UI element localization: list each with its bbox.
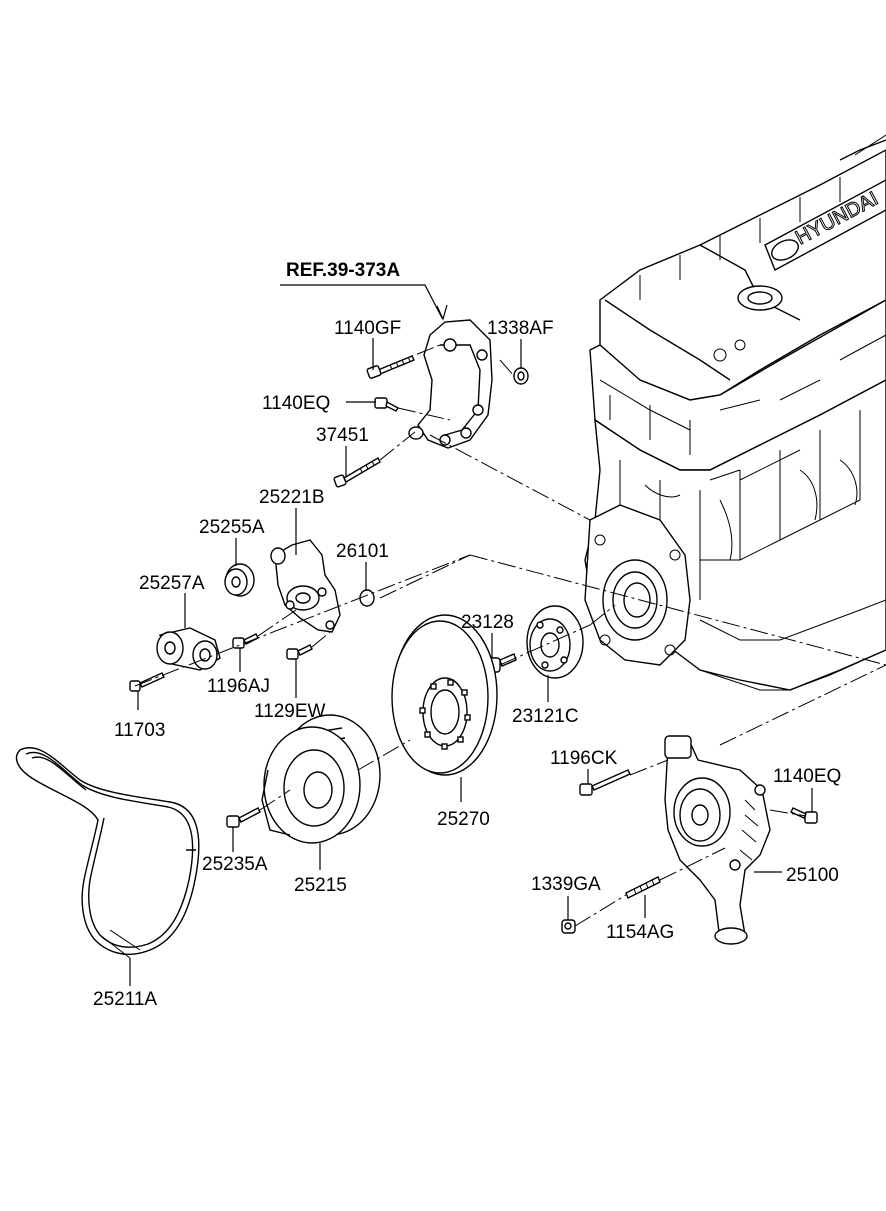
label-1140EQ-right: 1140EQ bbox=[773, 766, 841, 787]
stud-1154AG bbox=[625, 876, 661, 899]
leader-lines bbox=[129, 284, 813, 986]
crank-hub-23121C bbox=[526, 605, 584, 679]
idler-pulley-25255A bbox=[224, 563, 255, 597]
label-25221B: 25221B bbox=[259, 487, 325, 508]
bolt-1140EQ-top bbox=[374, 397, 400, 412]
label-1339GA: 1339GA bbox=[531, 874, 601, 895]
bolt-1196CK bbox=[579, 769, 631, 796]
label-25255A: 25255A bbox=[199, 517, 265, 538]
drive-belt-25211A bbox=[15, 747, 200, 959]
label-25211A: 25211A bbox=[93, 989, 157, 1010]
label-37451: 37451 bbox=[316, 425, 369, 446]
nut-1338AF bbox=[513, 367, 529, 385]
label-1154AG: 1154AG bbox=[606, 922, 674, 943]
label-26101: 26101 bbox=[336, 541, 389, 562]
damper-25270 bbox=[391, 614, 498, 776]
bolt-11703 bbox=[129, 672, 165, 692]
tensioner-pulley-25257A bbox=[156, 627, 221, 671]
label-1140GF: 1140GF bbox=[334, 318, 401, 339]
label-1196CK: 1196CK bbox=[550, 748, 618, 769]
label-25100: 25100 bbox=[786, 865, 839, 886]
engine-block: HYUNDAI bbox=[584, 134, 886, 691]
label-23121C: 23121C bbox=[512, 706, 579, 727]
tensioner-bracket-25221B bbox=[270, 539, 341, 633]
crank-pulley-25215 bbox=[261, 714, 381, 844]
part-labels: REF.39-373A 1140GF 1338AF 1140EQ 37451 2… bbox=[93, 260, 841, 1010]
bolt-25235A bbox=[226, 807, 261, 828]
label-25257A: 25257A bbox=[139, 573, 205, 594]
nut-1339GA bbox=[561, 919, 576, 934]
oring-26101 bbox=[359, 589, 375, 607]
label-11703: 11703 bbox=[114, 720, 165, 741]
label-23128: 23128 bbox=[461, 612, 514, 633]
centerlines bbox=[134, 344, 886, 927]
label-25270: 25270 bbox=[437, 809, 490, 830]
label-25235A: 25235A bbox=[202, 854, 268, 875]
alternator-bracket bbox=[408, 319, 493, 449]
label-1196AJ: 1196AJ bbox=[207, 676, 270, 697]
bolt-1140GF bbox=[366, 355, 415, 379]
stud-37451 bbox=[333, 457, 381, 488]
reference-label: REF.39-373A bbox=[286, 260, 400, 281]
label-25215: 25215 bbox=[294, 875, 347, 896]
label-1140EQ-top: 1140EQ bbox=[262, 393, 330, 414]
bolt-1129EW bbox=[286, 644, 313, 660]
label-1129EW: 1129EW bbox=[254, 701, 326, 722]
label-1338AF: 1338AF bbox=[487, 318, 554, 339]
water-pump-25100 bbox=[664, 735, 771, 945]
